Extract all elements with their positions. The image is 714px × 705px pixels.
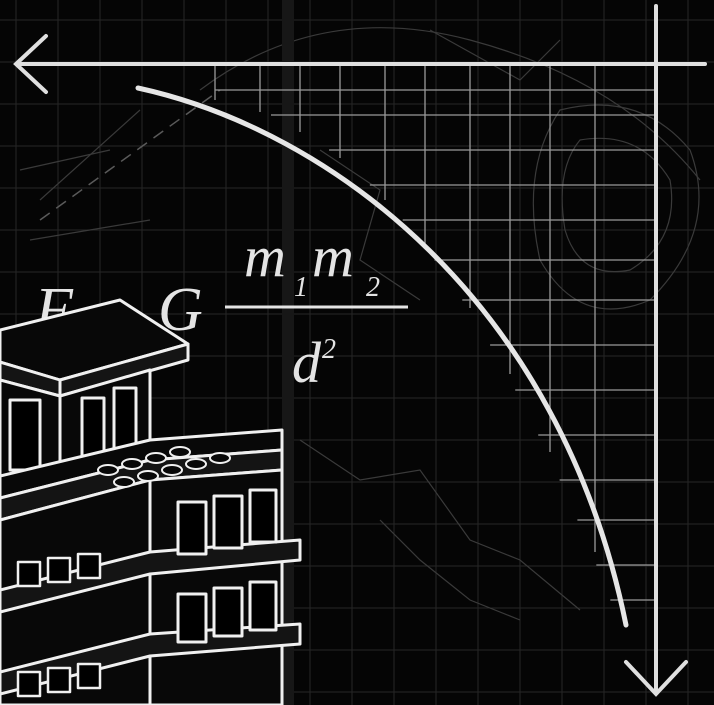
vertical-band (282, 0, 294, 705)
building-drawing (0, 298, 302, 705)
down-arrow-icon (624, 660, 688, 697)
formula-m1: m (244, 224, 286, 289)
gravity-curve (135, 85, 629, 628)
formula-exponent: 2 (322, 334, 336, 365)
formula-sub2: 2 (366, 272, 380, 303)
formula-denominator: d (292, 330, 322, 395)
formula-sub1: 1 (294, 272, 308, 303)
formula-m2: m (312, 224, 354, 289)
gravity-formula: F = G m 1 m 2 d 2 (34, 224, 408, 395)
curve-grid (214, 64, 656, 601)
left-arrow-icon (13, 34, 48, 94)
dashed-guide-line (39, 89, 221, 221)
